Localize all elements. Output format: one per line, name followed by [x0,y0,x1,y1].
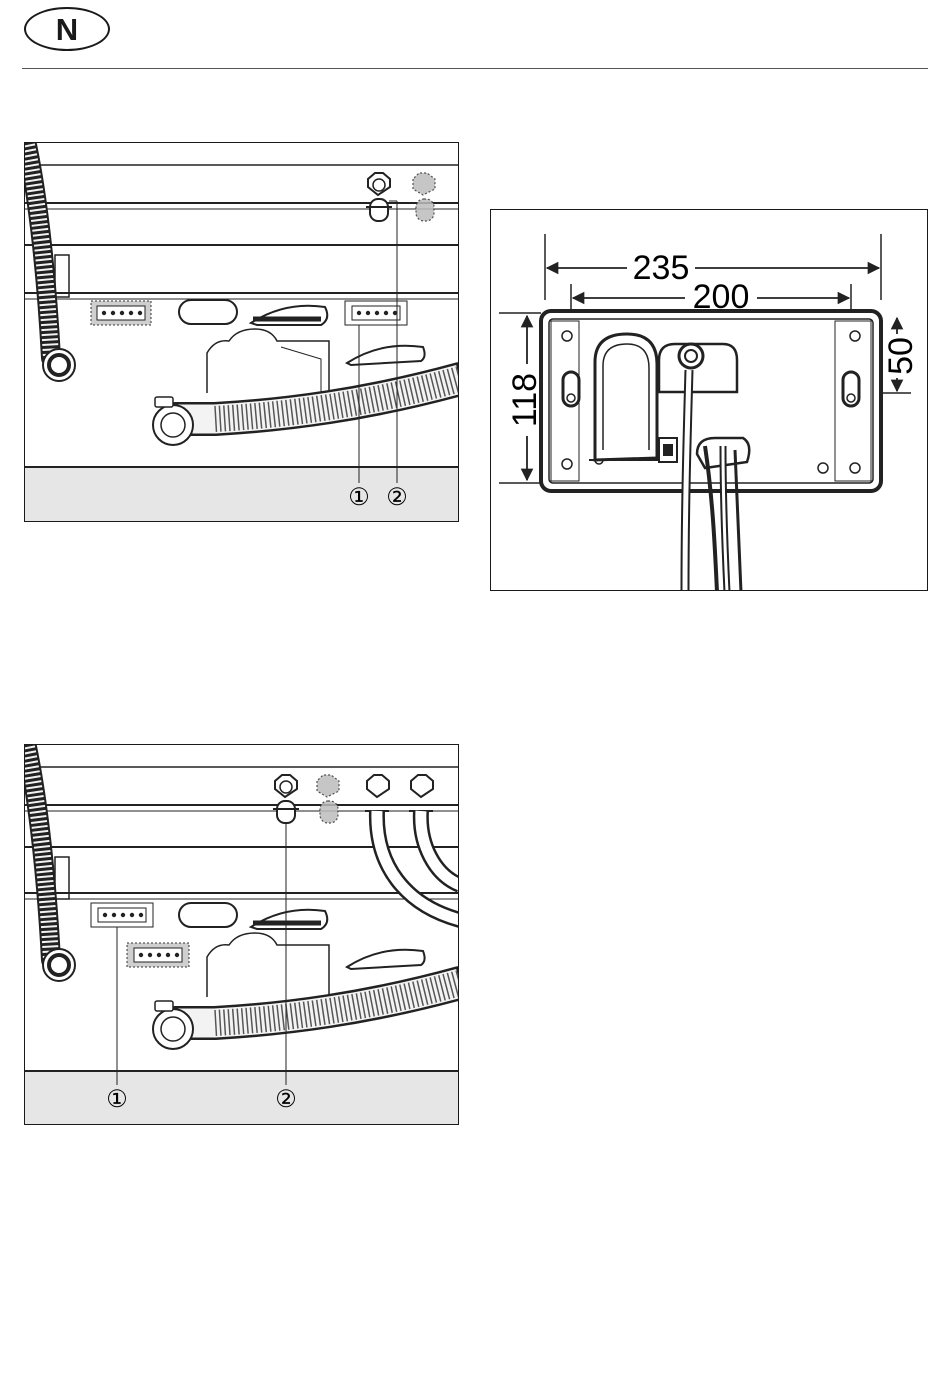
water-inlet-valve [366,173,392,221]
keyhole-slot-right [843,372,859,406]
callout-2: ② [275,1086,297,1113]
drain-hose-horizontal [153,983,459,1049]
drain-hose-left [27,747,75,981]
electrical-connector-shaded [91,301,151,325]
figure-rear-connections-1: ① ② [24,142,459,522]
rear-panel-illustration-1: ① ② [25,143,459,522]
keyhole-slot-left [563,372,579,406]
rear-panel-illustration-2: ① ② [25,745,459,1125]
inlet-hose-connected-2 [409,775,459,885]
dimension-hole-depth: 50 [882,337,920,375]
wall-bracket-illustration: 235 200 118 50 [491,210,928,591]
electrical-connector-1 [345,301,407,325]
dimension-height: 118 [506,373,544,427]
drain-hose-left [27,145,75,381]
drain-hose-horizontal [153,379,459,445]
language-code: N [56,14,78,45]
water-inlet-valve [273,775,299,823]
callout-1: ① [348,484,370,511]
electrical-connector-1 [91,903,153,927]
figure-rear-connections-2: ① ② [24,744,459,1125]
electrical-connector-shaded [127,943,189,967]
callout-1: ① [106,1086,128,1113]
callout-2: ② [386,484,408,511]
water-inlet-valve-shaded [413,173,435,221]
language-badge: N [24,7,110,51]
water-inlet-valve-shaded [317,775,339,823]
header-divider [22,68,928,69]
dimension-width-holes: 200 [693,278,750,316]
dimension-width-outer: 235 [633,249,690,287]
figure-wall-bracket-dimensions: 235 200 118 50 [490,209,928,591]
